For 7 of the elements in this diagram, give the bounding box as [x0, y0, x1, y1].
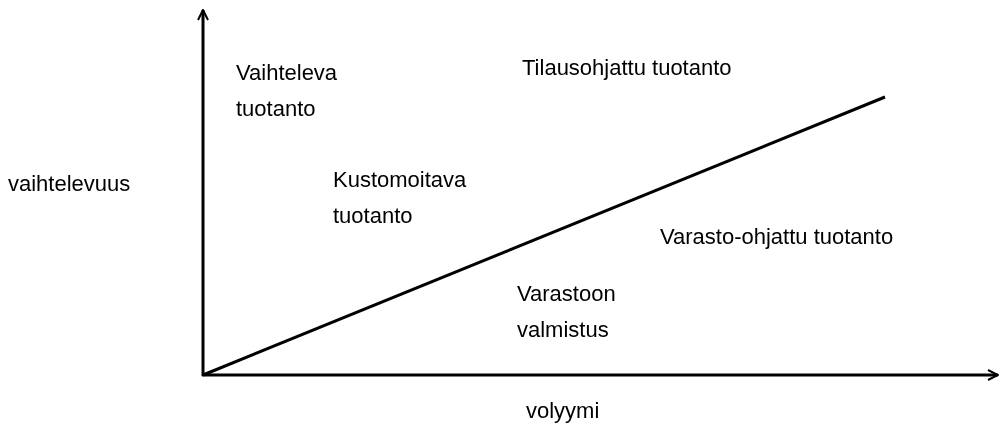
- axis-label: vaihtelevuus: [8, 170, 131, 198]
- region-label: Kustomoitava tuotanto: [333, 166, 468, 230]
- region-label: Varastoon valmistus: [517, 280, 617, 344]
- region-label: Varasto-ohjattu tuotanto: [660, 223, 894, 251]
- region-label: Vaihteleva tuotanto: [236, 59, 339, 123]
- region-label: Tilausohjattu tuotanto: [522, 54, 732, 82]
- axis-label: volyymi: [526, 397, 600, 425]
